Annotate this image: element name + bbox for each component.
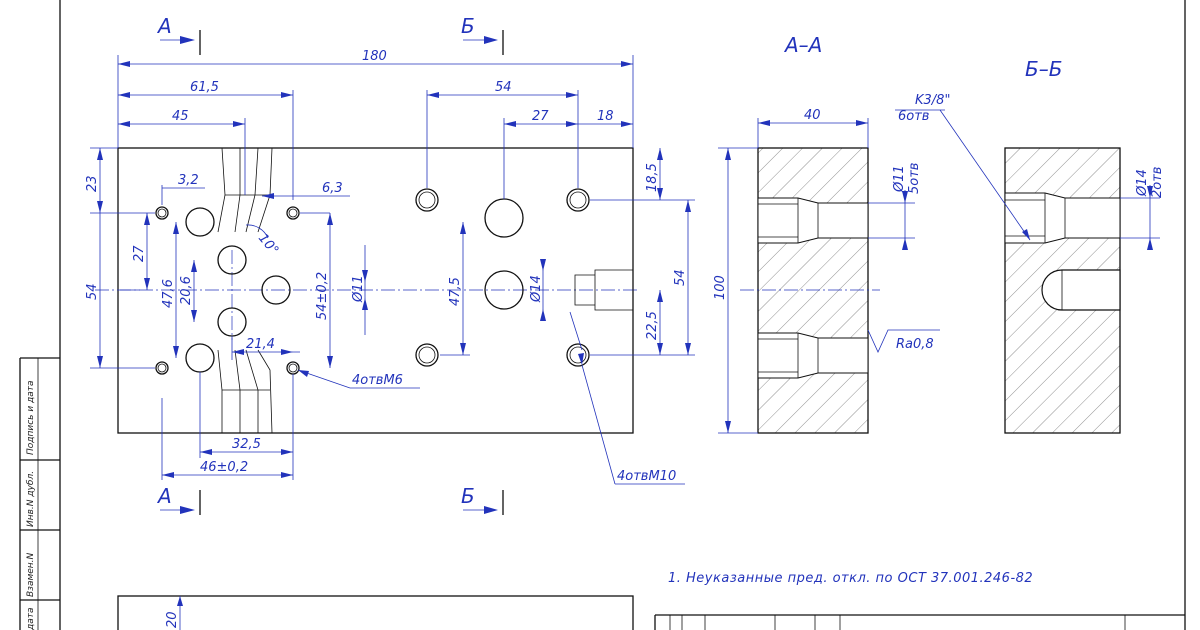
dim-54-right: 54 [673, 269, 688, 286]
dim-54-pm: 54±0,2 [315, 272, 330, 320]
hole-m10 [415, 188, 439, 212]
frame-label-replace-inv: Взамен.N [26, 552, 36, 597]
dim-45: 45 [172, 109, 189, 124]
section-marker-a-top: А [156, 14, 172, 38]
callout-bb-dia: Ø14 [1135, 169, 1150, 197]
hole-m10 [566, 343, 590, 367]
dim-47-6: 47,6 [161, 279, 176, 308]
dim-18: 18 [597, 109, 614, 124]
dia-14-plan: Ø14 [529, 275, 544, 303]
section-marker-a-bottom: А [156, 484, 172, 508]
hole-m6 [155, 206, 169, 220]
dim-40: 40 [804, 108, 821, 123]
section-aa: А–А 40 100 Ø11 5отв [713, 33, 940, 434]
plate-outline [117, 147, 634, 434]
dim-46-pm: 46±0,2 [200, 460, 248, 475]
dim-32-5: 32,5 [232, 437, 261, 452]
plan-dimensions-bottom: 21,4 32,5 46±0,2 [161, 336, 300, 480]
dim-180: 180 [362, 49, 387, 64]
callout-bb-holes: 2отв [1150, 167, 1165, 198]
dim-47-5: 47,5 [448, 277, 463, 306]
hole-large [217, 245, 247, 275]
hole-m6 [155, 361, 169, 375]
plan-view [95, 147, 640, 434]
section-marker-b-top: Б [461, 14, 475, 38]
dim-27-left: 27 [132, 245, 147, 262]
hole-large [484, 198, 524, 238]
dim-21-4: 21,4 [246, 337, 275, 352]
hole-large [185, 207, 215, 237]
dim-61-5: 61,5 [190, 80, 219, 95]
callout-aa-holes: 5отв [907, 163, 922, 194]
callout-aa-dia: Ø11 [892, 165, 907, 193]
callout-thread: K3/8" [915, 93, 950, 108]
callout-thread-holes: 6отв [898, 109, 929, 124]
callout-m10: 4отвМ10 [617, 469, 676, 484]
hole-m10 [415, 343, 439, 367]
note-1: 1. Неуказанные пред. откл. по ОСТ 37.001… [668, 571, 1033, 586]
callout-m6: 4отвМ6 [352, 373, 403, 388]
plan-dimensions-center: 54±0,2 Ø11 47,5 Ø14 18,5 22,5 54 [315, 148, 695, 368]
section-marker-b-bottom: Б [461, 484, 475, 508]
section-bb: Б–Б Ø14 2отв K3/8" 6отв [895, 57, 1165, 434]
dim-3-2: 3,2 [178, 173, 199, 188]
bottom-view-outline: 20 [117, 595, 634, 630]
dim-20-bottom: 20 [165, 611, 180, 628]
angle-10: 10° [255, 231, 281, 258]
dim-54-top: 54 [495, 80, 512, 95]
sheet-frame [19, 0, 1186, 630]
hole-large [185, 343, 215, 373]
plan-callouts: 4отвМ6 4отвМ10 [297, 311, 685, 485]
title-block [654, 614, 1185, 630]
dim-6-3: 6,3 [322, 181, 343, 196]
section-title-aa: А–А [783, 33, 822, 57]
hole-large [261, 275, 291, 305]
frame-label-dup-inv: Инв.N дубл. [26, 471, 36, 527]
frame-label-sign-date: Подпись и дата [26, 380, 36, 455]
frame-labels: Подпись и дата Инв.N дубл. Взамен.N дата [26, 380, 36, 630]
frame-label-date: дата [26, 608, 36, 630]
dim-27-top: 27 [532, 109, 549, 124]
section-markers: А Б А Б [156, 14, 504, 515]
dim-54-left: 54 [85, 283, 100, 300]
hole-large [484, 270, 524, 310]
dim-18-5: 18,5 [645, 163, 660, 192]
section-aa-hatch [758, 148, 868, 433]
dim-22-5: 22,5 [645, 311, 660, 340]
dim-20-6: 20,6 [179, 276, 194, 305]
dim-100: 100 [713, 275, 728, 300]
hole-m10 [566, 188, 590, 212]
plan-dimensions-top: 180 61,5 45 54 27 18 3,2 6,3 [117, 49, 634, 214]
callout-roughness: Ra0,8 [896, 337, 934, 352]
hole-m6 [286, 206, 300, 220]
dia-11-plan: Ø11 [351, 275, 366, 303]
section-title-bb: Б–Б [1025, 57, 1062, 81]
dim-23: 23 [85, 175, 100, 192]
